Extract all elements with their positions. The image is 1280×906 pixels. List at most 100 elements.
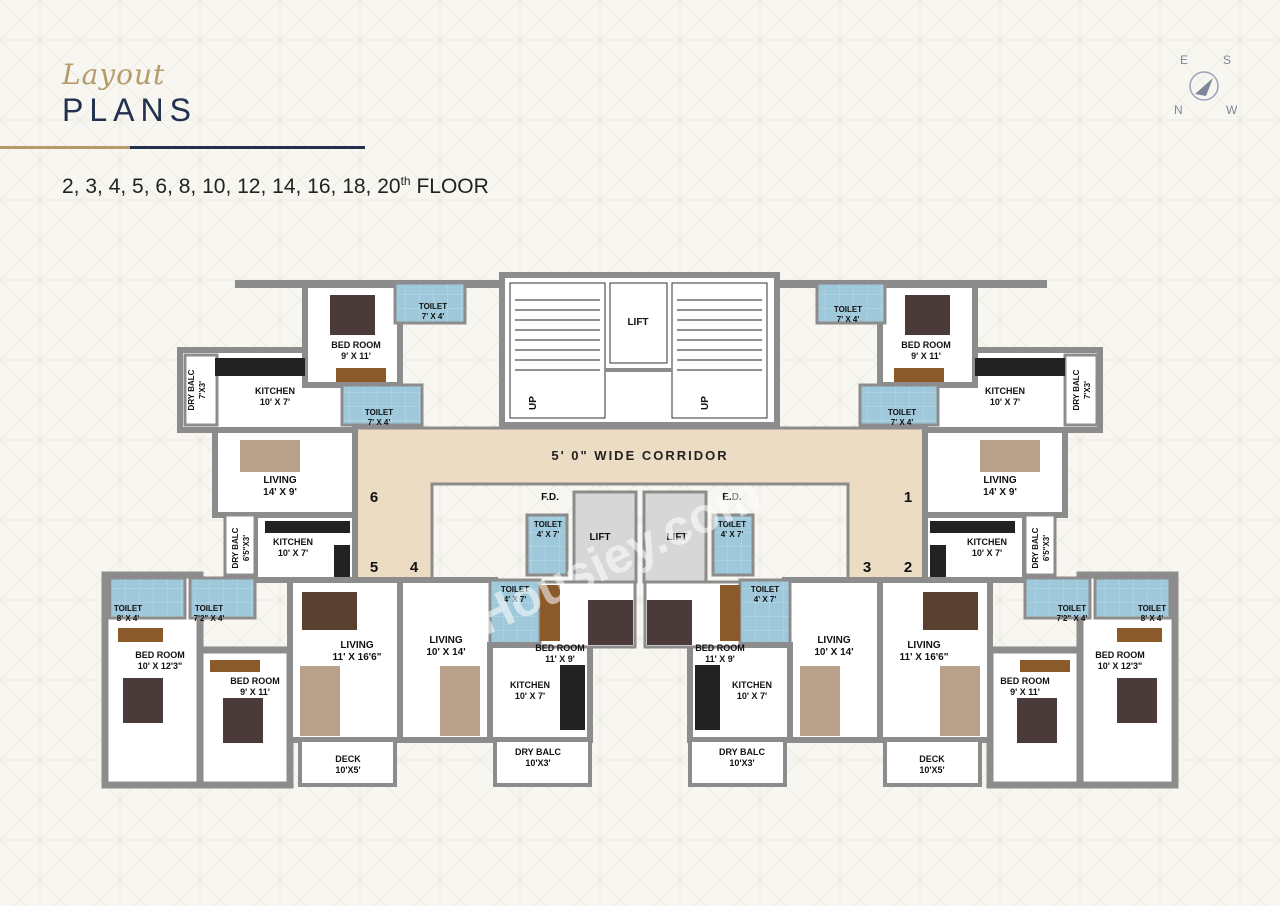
right-bedroom-a-dim: 10' X 12'3": [1098, 661, 1143, 671]
right-bedroom-top-label: BED ROOM: [901, 340, 951, 350]
right-drybalc-top-dim: 7'X3': [1083, 381, 1092, 399]
compass-w: W: [1226, 103, 1238, 117]
right-drybalc-mid-label: DRY BALC: [1031, 527, 1040, 568]
right-bedroom-c-dim: 11' X 9': [705, 654, 735, 664]
floors-suffix: FLOOR: [410, 175, 489, 198]
left-bedroom-b-dim: 9' X 11': [240, 687, 270, 697]
left-drybalc-inner-dim: 10'X3': [525, 758, 550, 768]
unit-5: 5: [370, 559, 378, 576]
right-bedroom-b-dim: 9' X 11': [1010, 687, 1040, 697]
left-toilet-mid-dim: 7' X 4': [368, 418, 391, 427]
right-toilet-d-label: TOILET: [751, 585, 779, 594]
left-kitchen-mid-label: KITCHEN: [273, 537, 313, 547]
compass-e: E: [1180, 53, 1188, 67]
left-toilet-a-label: TOILET: [114, 604, 142, 613]
plans-title: PLANS: [62, 92, 197, 128]
right-bedroom-a-label: BED ROOM: [1095, 650, 1145, 660]
right-toilet-top-label: TOILET: [834, 305, 862, 314]
left-toilet-mid-label: TOILET: [365, 408, 393, 417]
left-toilet-top-label: TOILET: [419, 302, 447, 311]
left-bedroom-a-label: BED ROOM: [135, 650, 185, 660]
left-drybalc-inner-label: DRY BALC: [515, 747, 562, 757]
right-living-inner-label: LIVING: [817, 635, 851, 646]
right-wing: BED ROOM 9' X 11' TOILET 7' X 4' TOILET …: [643, 280, 1179, 789]
right-kitchen-inner-dim: 10' X 7': [737, 691, 767, 701]
left-kitchen-mid-dim: 10' X 7': [278, 548, 308, 558]
right-bedroom-c-label: BED ROOM: [695, 643, 745, 653]
stair-core: LIFT UP UP: [499, 272, 780, 428]
up-right-label: UP: [700, 396, 711, 410]
right-living-mid-dim: 11' X 16'6": [900, 652, 949, 663]
unit-3: 3: [863, 559, 871, 576]
right-toilet-mid-label: TOILET: [888, 408, 916, 417]
right-drybalc-top-label: DRY BALC: [1072, 369, 1081, 410]
right-kitchen-mid-dim: 10' X 7': [972, 548, 1002, 558]
right-kitchen-mid-label: KITCHEN: [967, 537, 1007, 547]
compass-n: N: [1174, 103, 1183, 117]
left-toilet-b-label: TOILET: [195, 604, 223, 613]
left-drybalc-mid-dim: 6'5"X3': [242, 535, 251, 561]
left-living-inner-dim: 10' X 14': [426, 647, 465, 658]
floors-heading: 2, 3, 4, 5, 6, 8, 10, 12, 14, 16, 18, 20…: [62, 174, 489, 199]
right-drybalc-mid-dim: 6'5"X3': [1042, 535, 1051, 561]
right-deck-dim: 10'X5': [919, 765, 944, 775]
right-drybalc-inner-dim: 10'X3': [729, 758, 754, 768]
left-living-top-dim: 14' X 9': [263, 487, 297, 498]
lift-inner-right-label: LIFT: [666, 532, 687, 543]
left-deck-dim: 10'X5': [335, 765, 360, 775]
right-toilet-mid-dim: 7' X 4': [891, 418, 914, 427]
left-kitchen-inner-label: KITCHEN: [510, 680, 550, 690]
right-kitchen-top-dim: 10' X 7': [990, 397, 1020, 407]
left-living-inner-label: LIVING: [429, 635, 463, 646]
unit-2: 2: [904, 559, 912, 576]
unit-1: 1: [904, 489, 912, 506]
right-living-top-label: LIVING: [983, 475, 1017, 486]
right-toilet-c-label: TOILET: [718, 520, 746, 529]
left-toilet-d-dim: 4' X 7': [504, 595, 527, 604]
left-kitchen-inner-dim: 10' X 7': [515, 691, 545, 701]
right-toilet-a-dim: 8' X 4': [1141, 614, 1164, 623]
left-toilet-c-dim: 4' X 7': [537, 530, 560, 539]
right-kitchen-inner-label: KITCHEN: [732, 680, 772, 690]
left-bedroom-top-dim: 9' X 11': [341, 351, 371, 361]
fd-label: F.D.: [541, 492, 559, 503]
right-toilet-a-label: TOILET: [1138, 604, 1166, 613]
right-bedroom-top-dim: 9' X 11': [911, 351, 941, 361]
title-underline: [0, 146, 365, 149]
right-toilet-b-dim: 7'2" X 4': [1057, 614, 1088, 623]
left-toilet-d-label: TOILET: [501, 585, 529, 594]
left-drybalc-mid-label: DRY BALC: [231, 527, 240, 568]
layout-script-title: Layout: [62, 58, 166, 91]
lift-top-label: LIFT: [627, 317, 648, 328]
left-living-top-label: LIVING: [263, 475, 297, 486]
floors-superscript: th: [400, 174, 411, 188]
right-living-inner-dim: 10' X 14': [814, 647, 853, 658]
left-toilet-c-label: TOILET: [534, 520, 562, 529]
left-bedroom-c-label: BED ROOM: [535, 643, 585, 653]
left-drybalc-top-dim: 7'X3': [198, 381, 207, 399]
left-kitchen-top-dim: 10' X 7': [260, 397, 290, 407]
left-wing: BED ROOM 9' X 11' TOILET 7' X 4' TOILET …: [101, 280, 637, 789]
left-bedroom-b-label: BED ROOM: [230, 676, 280, 686]
compass-s: S: [1223, 53, 1231, 67]
left-toilet-a-dim: 8' X 4': [117, 614, 140, 623]
right-living-mid-label: LIVING: [907, 640, 941, 651]
right-living-top-dim: 14' X 9': [983, 487, 1017, 498]
left-toilet-b-dim: 7'2" X 4': [194, 614, 225, 623]
left-bedroom-top-label: BED ROOM: [331, 340, 381, 350]
left-kitchen-top-label: KITCHEN: [255, 386, 295, 396]
lift-inner-left-label: LIFT: [589, 532, 610, 543]
right-toilet-d-dim: 4' X 7': [754, 595, 777, 604]
left-deck-label: DECK: [335, 754, 361, 764]
left-living-mid-dim: 11' X 16'6": [333, 652, 382, 663]
floors-list: 2, 3, 4, 5, 6, 8, 10, 12, 14, 16, 18, 20: [62, 175, 401, 198]
ed-label: E.D.: [722, 492, 742, 503]
left-bedroom-a-dim: 10' X 12'3": [138, 661, 183, 671]
corridor-label: 5' 0" WIDE CORRIDOR: [551, 448, 728, 463]
left-drybalc-top-label: DRY BALC: [187, 369, 196, 410]
right-kitchen-top-label: KITCHEN: [985, 386, 1025, 396]
right-toilet-top-dim: 7' X 4': [837, 315, 860, 324]
compass-icon: E S N W: [1174, 53, 1238, 117]
unit-4: 4: [410, 559, 419, 576]
